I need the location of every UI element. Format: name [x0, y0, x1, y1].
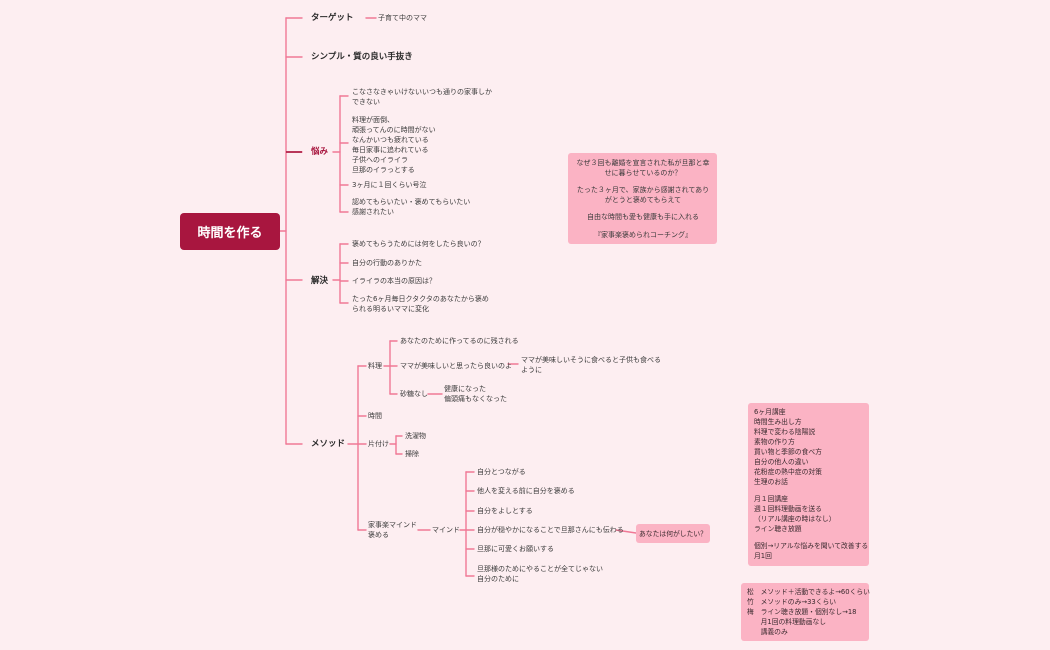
nayami-line: なんかいつも疲れている	[352, 136, 429, 144]
course-line: 料理で変わる陰陽説	[754, 428, 816, 436]
nayami-item-a[interactable]: こなさなきゃいけないいつも通りの家事しかできない	[352, 88, 492, 106]
branch-method[interactable]: メソッド	[311, 439, 346, 449]
pitch-line: たった３ヶ月で、家族から感謝されてありがとうと褒めてもらえて	[576, 186, 710, 204]
pitch-line: なぜ３回も離婚を宣言された私が旦那と幸せに暮らせているのか？	[576, 159, 710, 177]
kaiketsu-item[interactable]: 自分の行動のありかた	[352, 259, 422, 267]
ryouri-item[interactable]: 砂糖なし	[400, 390, 428, 398]
course-line: 月１回講座	[754, 495, 788, 503]
course-line: 週１回料理動画を送る	[754, 505, 822, 513]
nayami-item-b[interactable]: 料理が面倒、 頑張ってんのに時間がない なんかいつも疲れている 毎日家事に追われ…	[352, 115, 436, 175]
question-label: あなたは何がしたい？	[639, 529, 707, 538]
satou-child[interactable]: 健康になった 偏頭痛もなくなった	[444, 384, 507, 404]
mind-item[interactable]: 自分が穏やかになることで旦那さんにも伝わる	[477, 526, 624, 534]
price-line: 梅 ライン聴き放題・個別なし→18	[747, 608, 857, 616]
mind-item[interactable]: 自分とつながる	[477, 468, 526, 476]
course-line: 6ヶ月講座	[754, 408, 786, 416]
nayami-line: 料理が面倒、	[352, 116, 394, 124]
satou-line: 健康になった	[444, 385, 486, 393]
course-line: 個別→リアルな悩みを聞いて改善する	[754, 542, 869, 550]
branch-kaiketsu[interactable]: 解決	[311, 276, 329, 286]
mind-node[interactable]: マインド	[432, 526, 460, 534]
nayami-line: 認めてもらいたい・褒めてもらいたい	[352, 198, 471, 206]
kaiketsu-item[interactable]: 褒めてもらうためには何をしたら良いの？	[352, 240, 485, 248]
mind-item[interactable]: 旦那に可愛くお願いする	[477, 545, 554, 553]
nayami-line: 毎日家事に追われている	[352, 146, 429, 154]
course-line: （リアル講座の時はなし）	[754, 515, 836, 523]
katazuke-item[interactable]: 掃除	[405, 450, 419, 458]
kajiraku-line: 家事楽マインド	[368, 521, 417, 529]
price-line: 月1回の料理動画なし	[747, 618, 827, 626]
method-katazuke[interactable]: 片付け	[368, 440, 389, 448]
nayami-line: 頑張ってんのに時間がない	[352, 126, 436, 134]
price-line: 講義のみ	[747, 628, 788, 636]
course-line: 素物の作り方	[754, 438, 795, 446]
root-node[interactable]: 時間を作る	[180, 213, 280, 250]
question-box[interactable]: あなたは何がしたい？	[636, 524, 710, 543]
mind-item[interactable]: 自分をよしとする	[477, 507, 533, 515]
nayami-line: 子供へのイライラ	[352, 156, 408, 164]
root-label: 時間を作る	[197, 226, 263, 241]
kajiraku-line: 褒める	[368, 531, 389, 539]
ryouri-item[interactable]: あなたのために作ってるのに残される	[400, 337, 519, 345]
nayami-item-c[interactable]: 3ヶ月に１回くらい号泣	[352, 181, 427, 189]
course-line: 花粉症の熱中症の対策	[754, 468, 822, 476]
course-box[interactable]: 6ヶ月講座 時間生み出し方 料理で変わる陰陽説 素物の作り方 買い物と季節の食べ…	[748, 403, 869, 566]
course-line: ライン聴き放題	[754, 525, 802, 533]
satou-line: 偏頭痛もなくなった	[444, 395, 507, 403]
ryouri-item[interactable]: ママが美味しいと思ったら良いのよ	[400, 362, 512, 370]
branch-nayami[interactable]: 悩み	[311, 147, 329, 157]
kaiketsu-item[interactable]: イライラの本当の原因は？	[352, 277, 436, 285]
ryouri-mama-child[interactable]: ママが美味しいそうに食べると子供も食べるように	[521, 356, 661, 374]
branch-target[interactable]: ターゲット	[311, 13, 354, 23]
mind-item[interactable]: 他人を変える前に自分を褒める	[477, 487, 575, 495]
pitch-line: 自由な時間も愛も健康も手に入れる	[587, 213, 699, 221]
branch-simple[interactable]: シンプル・質の良い手抜き	[311, 52, 413, 62]
nayami-line: 感謝されたい	[352, 208, 394, 216]
pitch-box[interactable]: なぜ３回も離婚を宣言された私が旦那と幸せに暮らせているのか？ たった３ヶ月で、家…	[568, 153, 717, 244]
method-kajiraku[interactable]: 家事楽マインド 褒める	[368, 520, 417, 540]
mind-line: 旦那様のためにやることが全てじゃない	[477, 565, 603, 573]
course-line: 生理のお話	[754, 478, 788, 486]
course-line: 買い物と季節の食べ方	[754, 448, 822, 456]
price-line: 竹 メソッドのみ→33くらい	[747, 598, 837, 606]
kaiketsu-item[interactable]: たった6ヶ月毎日クタクタのあなたから褒められる明るいママに変化	[352, 295, 489, 313]
pitch-line: 『家事楽褒められコーチング』	[594, 231, 692, 239]
target-child[interactable]: 子育て中のママ	[378, 14, 427, 22]
price-line: 松 メソッド＋活動できるよ→60くらい	[747, 588, 870, 596]
method-ryouri[interactable]: 料理	[368, 362, 382, 370]
price-box[interactable]: 松 メソッド＋活動できるよ→60くらい 竹 メソッドのみ→33くらい 梅 ライン…	[741, 583, 870, 641]
nayami-item-d[interactable]: 認めてもらいたい・褒めてもらいたい 感謝されたい	[352, 197, 470, 217]
course-line: 自分の他人の違い	[754, 458, 809, 466]
nayami-line: 旦那のイラっとする	[352, 166, 415, 174]
method-jikan[interactable]: 時間	[368, 412, 382, 420]
mind-item[interactable]: 旦那様のためにやることが全てじゃない 自分のために	[477, 564, 603, 584]
course-line: 月1回	[754, 552, 772, 560]
katazuke-item[interactable]: 洗濯物	[405, 432, 426, 440]
course-line: 時間生み出し方	[754, 418, 802, 426]
mind-line: 自分のために	[477, 575, 519, 583]
